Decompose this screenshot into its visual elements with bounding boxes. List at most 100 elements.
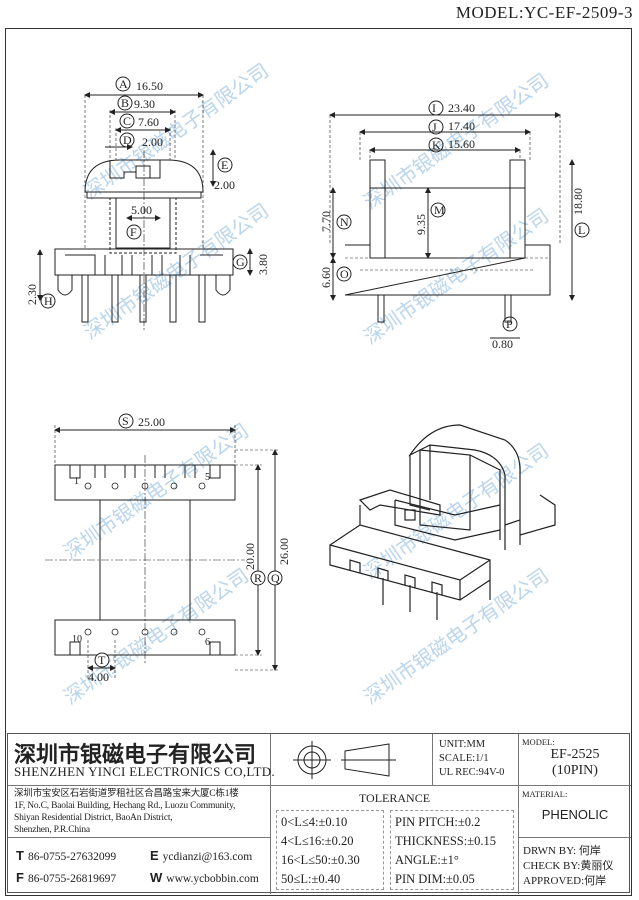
- dim-value-n: 7.70: [319, 211, 333, 232]
- dim-label-k: K: [432, 138, 441, 152]
- company-name-en: SHENZHEN YINCI ELECTRONICS CO,LTD.: [14, 764, 275, 779]
- web-label: W: [150, 870, 163, 885]
- dim-value-e: 2.00: [214, 178, 235, 192]
- company-name-cn: 深圳市银磁电子有限公司: [14, 742, 257, 768]
- scale: SCALE:1/1: [439, 753, 489, 764]
- isometric-view: [329, 424, 556, 620]
- email-label: E: [150, 848, 159, 863]
- dim-value-c: 7.60: [138, 115, 159, 129]
- dim-label-e: E: [221, 158, 228, 172]
- dim-label-f: F: [130, 225, 137, 239]
- dim-value-b: 9.30: [134, 97, 155, 111]
- dim-value-r: 20.00: [243, 543, 257, 570]
- dim-value-o: 6.60: [319, 267, 333, 288]
- dim-label-g: G: [236, 255, 245, 269]
- address-line: 1F, No.C, Baolai Building, Hechang Rd., …: [14, 801, 236, 811]
- dim-label-d: D: [123, 133, 132, 147]
- dim-value-j: 17.40: [448, 119, 475, 133]
- tolerance-item: PIN PITCH:±0.2: [395, 815, 481, 829]
- watermark: 深圳市银磁电子有限公司: [359, 563, 553, 709]
- dim-value-s: 25.00: [138, 415, 165, 429]
- dim-value-l: 18.80: [571, 188, 585, 215]
- approval-cell: DRWN BY: 何岸 CHECK BY:黄丽仪 APPROVED:何岸: [519, 838, 631, 894]
- dim-label-b: B: [121, 96, 129, 110]
- material-label: MATERIAL:: [522, 789, 568, 799]
- model-cell: MODEL: EF-2525 (10PIN): [519, 734, 631, 786]
- dim-value-m: 9.35: [414, 214, 428, 235]
- dim-value-a: 16.50: [136, 79, 163, 93]
- dim-label-c: C: [123, 114, 131, 128]
- title-block: 深圳市银磁电子有限公司 SHENZHEN YINCI ELECTRONICS C…: [7, 733, 631, 894]
- tolerance-item: 4<L≤16:±0.20: [281, 834, 354, 848]
- tolerance-title: TOLERANCE: [358, 791, 431, 805]
- material-cell: MATERIAL: PHENOLIC: [519, 786, 631, 838]
- dim-label-j: J: [432, 120, 437, 134]
- dim-label-r: R: [254, 571, 262, 585]
- address-cell: 深圳市宝安区石岩街道罗租社区合昌路宝来大厦C栋1楼 1F, No.C, Baol…: [8, 786, 271, 838]
- address-line: Shenzhen, P.R.China: [14, 825, 90, 835]
- dim-label-t: T: [98, 653, 106, 667]
- third-angle-projection-icon: [293, 741, 396, 779]
- model-value: EF-2525: [550, 747, 600, 762]
- tolerance-item: THICKNESS:±0.15: [395, 834, 496, 848]
- material-value: PHENOLIC: [541, 807, 609, 822]
- dim-value-g: 3.80: [256, 254, 270, 275]
- watermark: 深圳市银磁电子有限公司: [59, 418, 253, 564]
- address-line: 深圳市宝安区石岩街道罗租社区合昌路宝来大厦C栋1楼: [14, 789, 239, 799]
- pin-label-1: 1: [74, 476, 79, 487]
- unit: UNIT:MM: [439, 739, 486, 750]
- watermark: 深圳市银磁电子有限公司: [59, 563, 253, 709]
- watermark: 深圳市银磁电子有限公司: [359, 438, 553, 584]
- tolerance-item: 50≤L:±0.40: [281, 872, 341, 886]
- tel-label: T: [16, 848, 24, 863]
- dim-label-l: L: [578, 223, 585, 237]
- dim-label-p: P: [506, 317, 513, 331]
- website[interactable]: www.ycbobbin.com: [166, 873, 259, 885]
- tolerance-other-list: PIN PITCH:±0.2 THICKNESS:±0.15 ANGLE:±1°…: [390, 810, 514, 890]
- ul-rec: UL REC:94V-0: [439, 767, 505, 778]
- projection-symbol: [271, 734, 433, 786]
- drawing-frame: [5, 28, 632, 896]
- dim-label-q: Q: [271, 571, 280, 585]
- front-view: A 16.50 B 9.30 C 7.60 D 2.00 E 2.00 F 5.00 G 3.…: [25, 76, 270, 330]
- company-cell: 深圳市银磁电子有限公司 SHENZHEN YINCI ELECTRONICS C…: [8, 734, 275, 786]
- dim-label-o: O: [340, 267, 349, 281]
- fax-label: F: [16, 870, 24, 885]
- model-label: MODEL:: [522, 737, 555, 747]
- pin-label-10: 10: [72, 634, 82, 645]
- tolerance-cell: TOLERANCE 0<L≤4:±0.10 4<L≤16:±0.20 16<L≤…: [271, 786, 519, 894]
- dim-label-n: N: [340, 215, 349, 229]
- dim-label-s: S: [122, 414, 129, 428]
- dim-value-p: 0.80: [492, 337, 513, 351]
- dim-value-i: 23.40: [448, 101, 475, 115]
- model-title: MODEL:YC-EF-2509-3: [455, 3, 633, 22]
- dim-value-h: 2.30: [25, 284, 39, 305]
- dim-value-f: 5.00: [131, 203, 152, 217]
- tolerance-item: PIN DIM:±0.05: [395, 872, 475, 886]
- dim-label-m: M: [434, 203, 445, 217]
- dim-label-h: H: [44, 294, 53, 308]
- tolerance-item: ANGLE:±1°: [395, 853, 459, 867]
- dim-label-a: A: [119, 77, 128, 91]
- dim-value-d: 2.00: [142, 135, 163, 149]
- tolerance-length-list: 0<L≤4:±0.10 4<L≤16:±0.20 16<L≤50:±0.30 5…: [276, 810, 384, 890]
- dim-value-k: 15.60: [448, 137, 475, 151]
- drawn-by: DRWN BY: 何岸: [523, 845, 601, 857]
- technical-drawing: 深圳市银磁电子有限公司 深圳市银磁电子有限公司 深圳市银磁电子有限公司 深圳市银…: [25, 58, 590, 709]
- address-line: Shiyan Residential District, BaoAn Distr…: [14, 813, 173, 823]
- watermark: 深圳市银磁电子有限公司: [359, 203, 553, 349]
- dim-label-i: I: [432, 101, 436, 115]
- approved-by: APPROVED:何岸: [523, 875, 607, 887]
- pin-label-5: 5: [205, 472, 210, 483]
- fax: 86-0755-26819697: [27, 873, 117, 885]
- tolerance-item: 0<L≤4:±0.10: [281, 815, 348, 829]
- email[interactable]: ycdianzi@163.com: [162, 851, 253, 863]
- unit-cell: UNIT:MM SCALE:1/1 UL REC:94V-0: [433, 734, 519, 786]
- model-sub: (10PIN): [552, 763, 598, 778]
- dim-value-q: 26.00: [277, 538, 291, 565]
- checked-by: CHECK BY:黄丽仪: [523, 860, 614, 872]
- dim-value-t: 4.00: [88, 670, 109, 684]
